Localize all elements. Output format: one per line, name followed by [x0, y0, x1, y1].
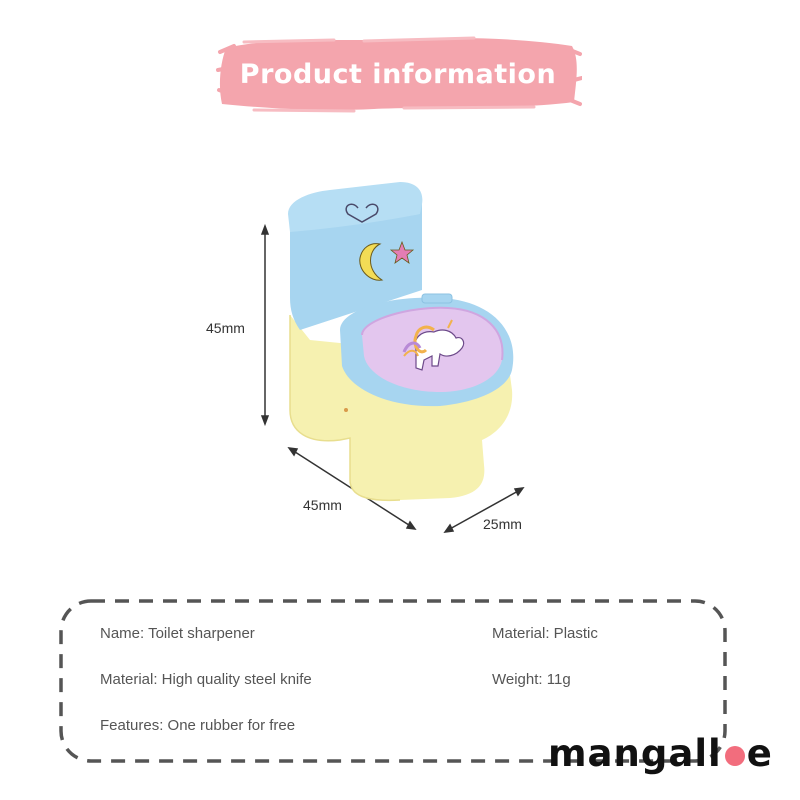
info-blade-material: Material: High quality steel knife: [100, 671, 312, 688]
depth-arrow: [443, 487, 525, 533]
height-label: 45mm: [206, 320, 245, 336]
product-illustration: 45mm 45mm 25mm: [190, 170, 550, 550]
product-info-box: Name: Toilet sharpener Material: High qu…: [58, 598, 728, 764]
toilet-sharpener-image: [260, 182, 525, 533]
brush-stroke-background: [216, 36, 582, 113]
dashed-border: [59, 599, 727, 763]
info-weight: Weight: 11g: [492, 671, 571, 688]
info-features: Features: One rubber for free: [100, 717, 296, 734]
title-banner: Product information: [214, 30, 582, 118]
height-arrow: [260, 223, 270, 427]
depth-label: 25mm: [483, 516, 522, 532]
brand-logo: mangall e: [548, 728, 773, 778]
width-label: 45mm: [303, 497, 342, 513]
brand-dot-icon: [724, 745, 745, 766]
info-material: Material: Plastic: [492, 625, 598, 642]
brand-prefix: mangall: [548, 731, 722, 775]
info-name: Name: Toilet sharpener: [100, 625, 255, 642]
brand-suffix: e: [746, 731, 773, 775]
page-title: Product information: [239, 58, 557, 90]
